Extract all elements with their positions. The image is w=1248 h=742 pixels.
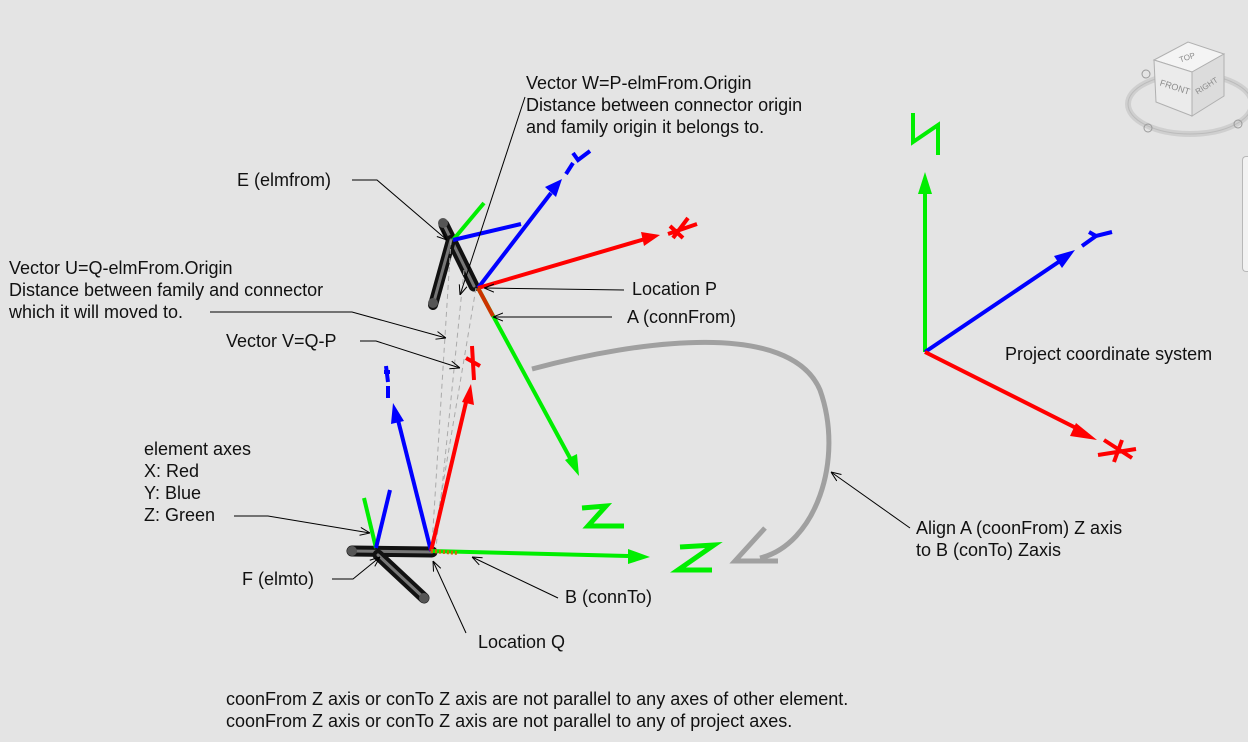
project-axes: [911, 113, 1137, 463]
project-z-axis: [911, 113, 940, 352]
legend-title: element axes: [144, 439, 252, 459]
element-e-axes: [451, 201, 522, 242]
vector-lines: [431, 239, 477, 551]
connector-a-marker: [476, 287, 495, 317]
element-f-fitting: [346, 545, 438, 604]
leader-vector-w: [460, 96, 526, 295]
project-y-axis: [923, 230, 1113, 354]
notes: coonFrom Z axis or conTo Z axis are not …: [226, 688, 848, 732]
legend-y: Y: Blue: [144, 483, 202, 503]
vector-w-label: Vector W=P-elmFrom.Origin Distance betwe…: [526, 72, 802, 138]
connector-a-axes: [476, 149, 698, 529]
vector-v-label: Vector V=Q-P: [226, 331, 337, 351]
legend-z: Z: Green: [144, 505, 216, 525]
leader-lines: [210, 96, 911, 634]
location-p-label: Location P: [632, 279, 718, 299]
leader-f-elmto: [332, 557, 380, 580]
vector-w-line-1: Vector W=P-elmFrom.Origin: [526, 73, 752, 93]
f-origin-y-axis: [374, 489, 392, 549]
element-f-axes: [362, 489, 392, 549]
navigation-bar-tab[interactable]: [1242, 156, 1248, 272]
vector-u-line: [431, 239, 452, 546]
e-origin-y-axis: [452, 222, 522, 242]
leader-location-p: [484, 288, 625, 290]
element-e-fitting: [428, 218, 480, 310]
vector-w-line-2: Distance between connector origin: [526, 95, 803, 115]
leader-vector-u: [210, 311, 446, 338]
leader-b-connto: [472, 557, 559, 599]
note-1: coonFrom Z axis or conTo Z axis are not …: [226, 689, 849, 709]
viewcube-compass-s-icon: [1143, 123, 1153, 133]
a-x-axis: [477, 216, 698, 290]
vector-w-line: [435, 269, 465, 549]
viewcube[interactable]: TOP FRONT RIGHT: [1124, 38, 1248, 142]
connector-b-marker: [430, 549, 459, 555]
viewcube-compass-w-icon: [1141, 69, 1151, 79]
b-y-axis: [384, 365, 433, 552]
align-line-2: to B (conTo) Zaxis: [916, 540, 1062, 560]
alignment-arrow: [531, 339, 832, 564]
b-z-axis: [430, 541, 723, 573]
align-label: Align A (coonFrom) Z axis to B (conTo) Z…: [916, 517, 1122, 561]
vector-u-line-1: Vector U=Q-elmFrom.Origin: [9, 258, 233, 278]
viewcube-compass-e-icon: [1233, 119, 1243, 129]
leader-vector-v: [360, 340, 460, 368]
project-coordinate-system-label: Project coordinate system: [1005, 344, 1213, 364]
align-line-1: Align A (coonFrom) Z axis: [916, 518, 1123, 538]
leader-e-elmfrom: [352, 179, 447, 240]
e-origin-z-axis: [451, 201, 486, 242]
e-elmfrom-label: E (elmfrom): [237, 170, 331, 190]
b-x-axis: [429, 345, 481, 552]
f-elmto-label: F (elmto): [242, 569, 314, 589]
location-q-label: Location Q: [478, 632, 566, 652]
a-z-axis: [476, 287, 624, 529]
a-connfrom-label: A (connFrom): [627, 307, 737, 327]
connector-b-axes: [384, 345, 723, 573]
vector-w-line-3: and family origin it belongs to.: [526, 117, 765, 137]
vector-u-line-2: Distance between family and connector: [9, 280, 324, 300]
b-connto-label: B (connTo): [565, 587, 653, 607]
viewcube-right-face[interactable]: [1191, 53, 1225, 117]
leader-element-axes: [234, 515, 370, 533]
note-2: coonFrom Z axis or conTo Z axis are not …: [226, 711, 793, 731]
leader-align: [831, 472, 911, 529]
f-origin-z-axis: [362, 497, 378, 549]
vector-u-label: Vector U=Q-elmFrom.Origin Distance betwe…: [9, 257, 323, 323]
vector-u-line-3: which it will moved to.: [9, 302, 184, 322]
project-x-axis: [924, 350, 1137, 463]
element-axes-legend: element axes X: Red Y: Blue Z: Green: [144, 438, 251, 526]
a-y-axis: [476, 149, 592, 290]
leader-location-q: [433, 561, 467, 634]
legend-x: X: Red: [144, 461, 200, 481]
